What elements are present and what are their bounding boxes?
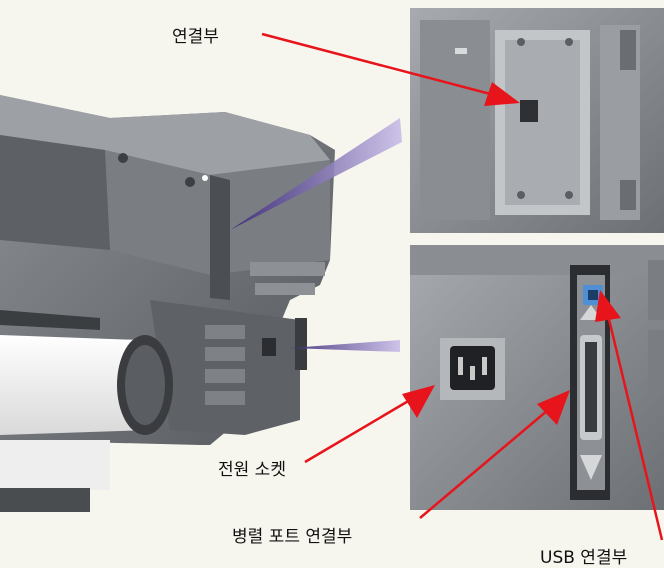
- arrow-connector: [261, 32, 499, 98]
- arrow-connector-head: [484, 82, 520, 106]
- label-parallel-port: 병렬 포트 연결부: [232, 527, 353, 547]
- arrow-power-socket: [304, 398, 411, 464]
- label-power-socket: 전원 소켓: [218, 460, 286, 480]
- label-connector: 연결부: [172, 27, 219, 47]
- arrow-power-socket-head: [402, 385, 435, 418]
- arrow-usb-connector: [606, 314, 664, 541]
- callout-beams: [230, 118, 402, 352]
- arrow-usb-connector-head: [595, 290, 621, 322]
- arrow-parallel-port-head: [537, 390, 570, 425]
- inset-rear-connectors: [410, 245, 664, 510]
- label-usb-connector: USB 연결부: [540, 548, 628, 568]
- callout-arrows: [261, 32, 664, 541]
- printer-body: [0, 95, 335, 512]
- inset-connector-slot: [410, 8, 664, 233]
- arrow-parallel-port: [419, 409, 549, 519]
